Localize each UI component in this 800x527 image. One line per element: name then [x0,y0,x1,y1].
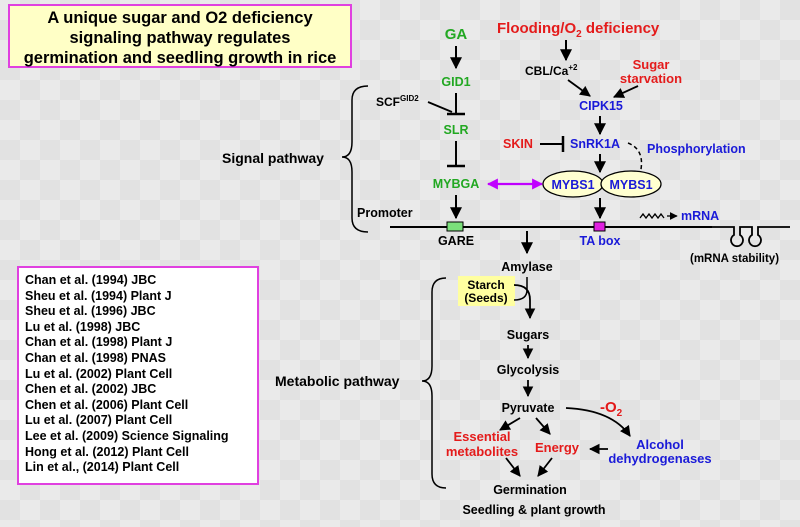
flooding-label: Flooding/O2 deficiency [497,20,660,40]
metabolic-pathway-label: Metabolic pathway [275,373,400,389]
title-line-1: A unique sugar and O2 deficiency [47,9,313,27]
mrna-stability-label: (mRNA stability) [690,253,779,265]
essential-to-germination-arrow [505,457,521,477]
gare-box [446,221,464,232]
energy-label: Energy [535,440,580,455]
tabox-box [593,221,606,232]
amylase-label: Amylase [501,260,552,274]
reference-item: Lu et al. (1998) JBC [25,319,141,334]
mybga-label: MYBGA [433,177,480,191]
gare-label: GARE [438,234,474,248]
reference-item: Chen et al. (2002) JBC [25,382,157,397]
starch-highlight [458,276,515,306]
title-line-3: germination and seedling growth in rice [23,49,337,67]
minus-o2-label: -O2 [600,399,623,419]
mrna-squiggle [639,212,665,220]
signal-brace [341,85,369,233]
pyruvate-to-energy-arrow [535,417,551,435]
reference-item: Sheu et al. (1994) Plant J [25,288,172,303]
reference-item: Lu et al. (2002) Plant Cell [25,366,173,381]
mybs1-label-right: MYBS1 [609,178,652,192]
reference-item: Chen et al. (2006) Plant Cell [25,397,189,412]
starvation-to-cipk15-arrow [613,85,639,98]
reference-item: Lin et al., (2014) Plant Cell [25,460,180,475]
pyruvate-label: Pyruvate [502,401,555,415]
reference-item: Chan et al. (1994) JBC [25,273,157,287]
starch-label: Starch(Seeds) [464,278,507,305]
glycolysis-label: Glycolysis [497,363,560,377]
cbl-ca-label: CBL/Ca+2 [525,63,578,78]
pyruvate-to-alcohol-arrow [565,407,631,437]
scf-label: SCFGID2 [376,94,419,109]
pyruvate-to-essential-arrow [499,417,521,431]
reference-item: Hong et al. (2012) Plant Cell [25,444,189,459]
metabolic-brace [421,277,447,489]
cipk15-label: CIPK15 [579,99,623,113]
title-line-2: signaling pathway regulates [69,29,291,47]
cbl-to-cipk15-arrow [567,79,591,97]
skin-label: SKIN [503,137,533,151]
title-box: A unique sugar and O2 deficiency signali… [8,4,352,68]
mrna-label: mRNA [681,209,719,223]
energy-to-germination-arrow [537,457,553,477]
reference-item: Lu et al. (2007) Plant Cell [25,413,173,428]
promoter-label: Promoter [357,206,413,220]
reference-item: Chan et al. (1998) PNAS [25,350,167,365]
sugars-label: Sugars [507,328,549,342]
scf-inhibition-line [427,101,453,113]
starch-to-sugars-arrow [513,284,536,320]
gid1-label: GID1 [441,75,470,89]
germination-label: Germination [493,483,567,497]
stem-loop-1 [712,226,790,248]
snrk1a-label: SnRK1A [570,137,620,151]
mybs1-ellipse-right [600,170,662,198]
references-box: Chan et al. (1994) JBC Sheu et al. (1994… [17,266,259,485]
reference-item: Chan et al. (1998) Plant J [25,335,173,350]
mybs1-label-left: MYBS1 [551,178,594,192]
tabox-label: TA box [580,234,621,248]
ga-label: GA [445,26,468,43]
phosphorylation-label: Phosphorylation [647,142,746,156]
signal-pathway-label: Signal pathway [222,150,324,166]
reference-item: Lee et al. (2009) Science Signaling [25,428,229,443]
seedling-growth-label: Seedling & plant growth [462,503,605,517]
slr-label: SLR [444,123,469,137]
reference-item: Sheu et al. (1996) JBC [25,304,156,319]
